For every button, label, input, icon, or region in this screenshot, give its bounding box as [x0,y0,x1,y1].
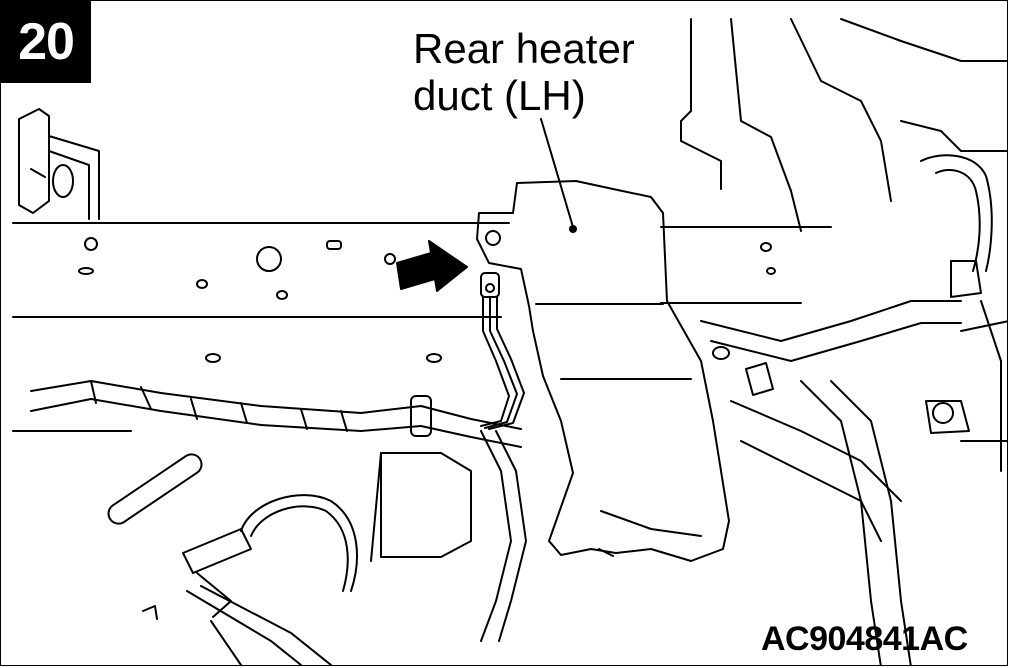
crossmember [12,222,832,432]
rear-heater-duct-label: Rear heater duct (LH) [413,25,635,119]
upper-left-bracket [18,108,100,220]
rear-heater-duct [476,180,730,562]
callout-line-1: Rear heater [413,25,635,72]
lower-left-harness [107,453,358,665]
wire-harness [30,272,527,642]
figure-reference-code: AC904841AC [761,620,968,658]
callout-leader [540,118,574,228]
location-arrow [396,240,468,292]
callout-line-2: duct (LH) [413,72,586,119]
right-frame-structure [680,18,1007,665]
step-number-badge: 20 [1,1,91,83]
